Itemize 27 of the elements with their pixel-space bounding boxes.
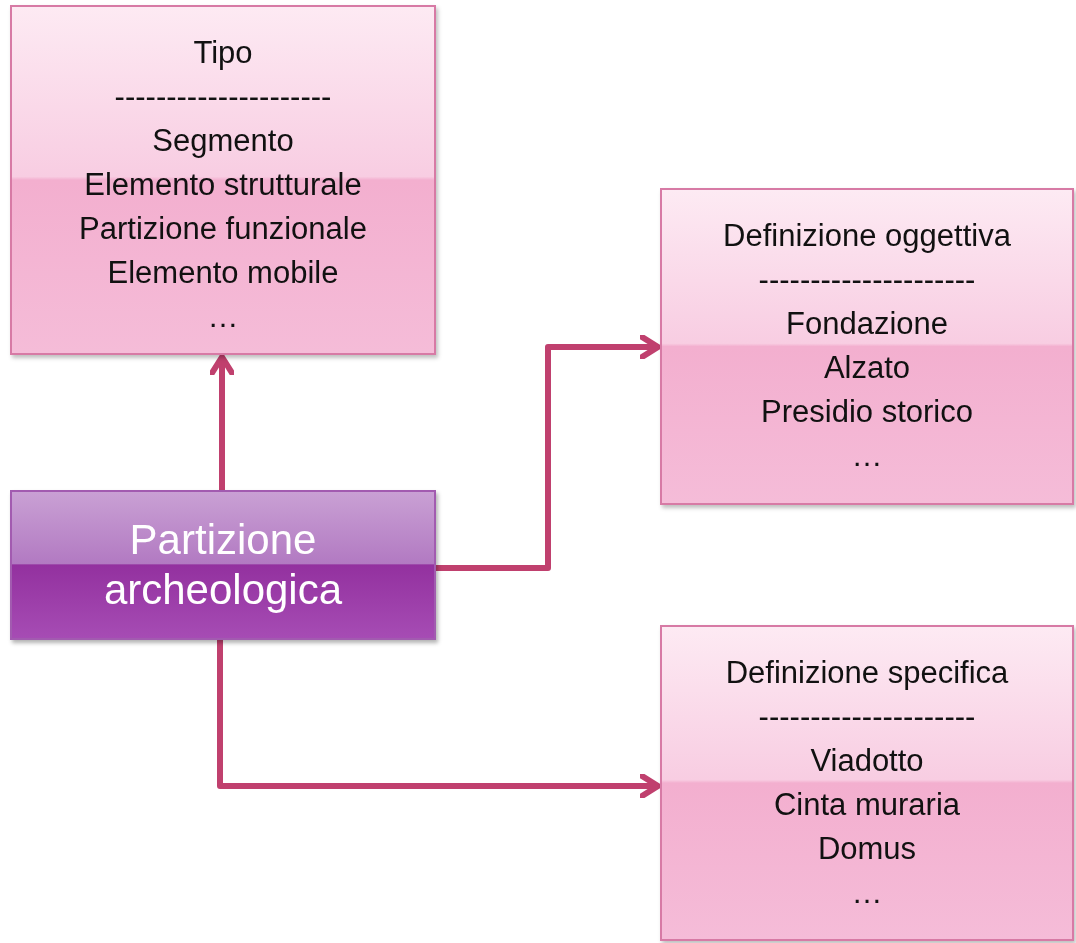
dashed-divider: ---------------------: [114, 78, 332, 116]
list-item: Elemento strutturale: [84, 166, 362, 204]
arrow: [436, 334, 661, 571]
box-heading: Definizione oggettiva: [723, 217, 1011, 255]
dashed-divider: ---------------------: [758, 261, 976, 299]
dashed-divider: ---------------------: [758, 698, 976, 736]
list-item: Cinta muraria: [773, 786, 961, 824]
list-item: Viadotto: [810, 742, 924, 780]
arrow: [209, 354, 235, 490]
arrow: [217, 640, 661, 799]
list-item: …: [207, 298, 239, 336]
list-item: Elemento mobile: [107, 254, 339, 292]
list-item: …: [851, 874, 883, 912]
list-item: …: [851, 437, 883, 475]
category-box: [660, 625, 1074, 941]
list-item: Fondazione: [786, 305, 948, 343]
list-item: Segmento: [152, 122, 294, 160]
list-item: Partizione funzionale: [79, 210, 367, 248]
list-item: Alzato: [823, 349, 911, 387]
main-box: [10, 490, 436, 640]
box-heading: Definizione specifica: [725, 654, 1009, 692]
node-title: Partizione archeologica: [102, 515, 344, 615]
list-item: Domus: [817, 830, 917, 868]
box-heading: Tipo: [193, 34, 253, 72]
category-box: [10, 5, 436, 355]
category-box: [660, 188, 1074, 505]
list-item: Presidio storico: [761, 393, 973, 431]
